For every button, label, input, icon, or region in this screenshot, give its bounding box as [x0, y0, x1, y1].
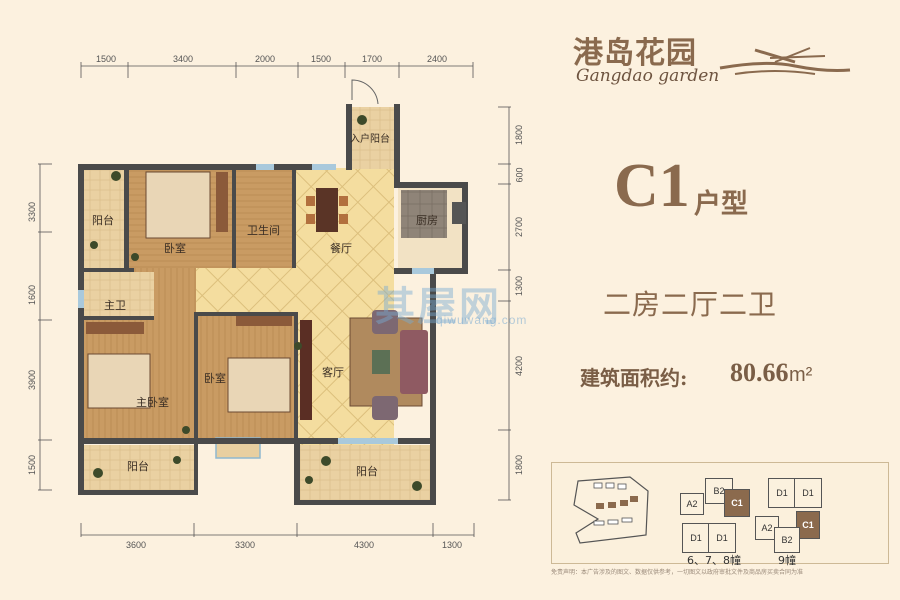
floor-plan	[38, 62, 511, 537]
room-bathroom: 卫生间	[247, 224, 280, 237]
keyplan-unit-b2: B2	[774, 527, 800, 553]
unit-suffix: 户型	[694, 189, 748, 220]
keyplan-unit-d1: D1	[794, 478, 822, 508]
dim-left-2: 1600	[27, 284, 38, 306]
room-dining: 餐厅	[330, 242, 352, 255]
keyplan-unit-a2: A2	[680, 493, 704, 515]
room-entry-balcony: 入户阳台	[350, 134, 390, 145]
site-plan-icon	[573, 476, 649, 544]
dim-bottom-2: 3300	[235, 540, 256, 550]
unit-code: C1	[614, 152, 690, 220]
disclaimer: 免责声明：本广告涉及的图文、数据仅供参考，一切图文以政府审批文件及商品房买卖合同…	[551, 569, 804, 576]
dim-left-4: 1500	[27, 454, 38, 476]
keyplan-unit-c1: C1	[724, 489, 750, 517]
dim-right-6: 1800	[514, 454, 525, 476]
dim-right-2: 600	[514, 167, 525, 183]
dim-top-3: 2000	[255, 54, 276, 64]
watermark-cn: 其屋网	[375, 284, 501, 330]
room-master-bedroom: 主卧室	[136, 396, 169, 409]
dim-right-4: 1300	[514, 275, 525, 297]
keyplan-unit-d1: D1	[708, 523, 736, 553]
key-plan: B2 A2 C1 D1 D1 6、7、8幢 D1 D1 A2 C1 B2 9幢	[551, 462, 889, 567]
dim-top-2: 3400	[173, 54, 194, 64]
dim-bottom-4: 1300	[442, 540, 463, 550]
area-unit: m²	[789, 364, 813, 386]
keyplan-unit-d1: D1	[682, 523, 710, 553]
room-balcony-nw: 阳台	[92, 214, 114, 227]
dimension-line-top	[80, 62, 474, 78]
dim-left-3: 3900	[27, 369, 38, 391]
area-label: 建筑面积约:	[580, 366, 688, 390]
brand-name-en: Gangdao garden	[576, 66, 720, 86]
dim-top-6: 2400	[427, 54, 448, 64]
room-bedroom-north: 卧室	[164, 242, 186, 255]
dimension-line-left	[38, 163, 52, 491]
dim-left-1: 3300	[27, 201, 38, 223]
room-balcony-sw: 阳台	[127, 460, 149, 473]
room-living: 客厅	[322, 366, 344, 379]
room-bedroom-south: 卧室	[204, 372, 226, 385]
area-value: 80.66	[730, 358, 789, 387]
room-master-bath: 主卫	[104, 299, 126, 312]
room-kitchen: 厨房	[416, 214, 438, 227]
dim-right-5: 4200	[514, 355, 525, 377]
dimension-line-bottom	[80, 523, 475, 537]
dim-top-5: 1700	[362, 54, 383, 64]
brand-name-cn: 港岛花园	[573, 36, 697, 71]
watermark-en: qiwuwang.com	[436, 313, 528, 327]
dim-right-3: 2700	[514, 216, 525, 238]
dim-bottom-3: 4300	[354, 540, 375, 550]
dim-right-1: 1800	[514, 124, 525, 146]
keyplan-building-group-2: 9幢	[778, 554, 796, 567]
keyplan-building-group-1: 6、7、8幢	[687, 554, 741, 567]
wave-bird-logo-icon	[719, 47, 851, 75]
keyplan-unit-c1: C1	[796, 511, 820, 539]
dim-top-1: 1500	[96, 54, 117, 64]
dim-bottom-1: 3600	[126, 540, 147, 550]
keyplan-unit-d1: D1	[768, 478, 796, 508]
unit-layout: 二房二厅二卫	[603, 288, 778, 321]
dimension-line-right	[498, 106, 511, 501]
room-balcony-se: 阳台	[356, 465, 378, 478]
dim-top-4: 1500	[311, 54, 332, 64]
